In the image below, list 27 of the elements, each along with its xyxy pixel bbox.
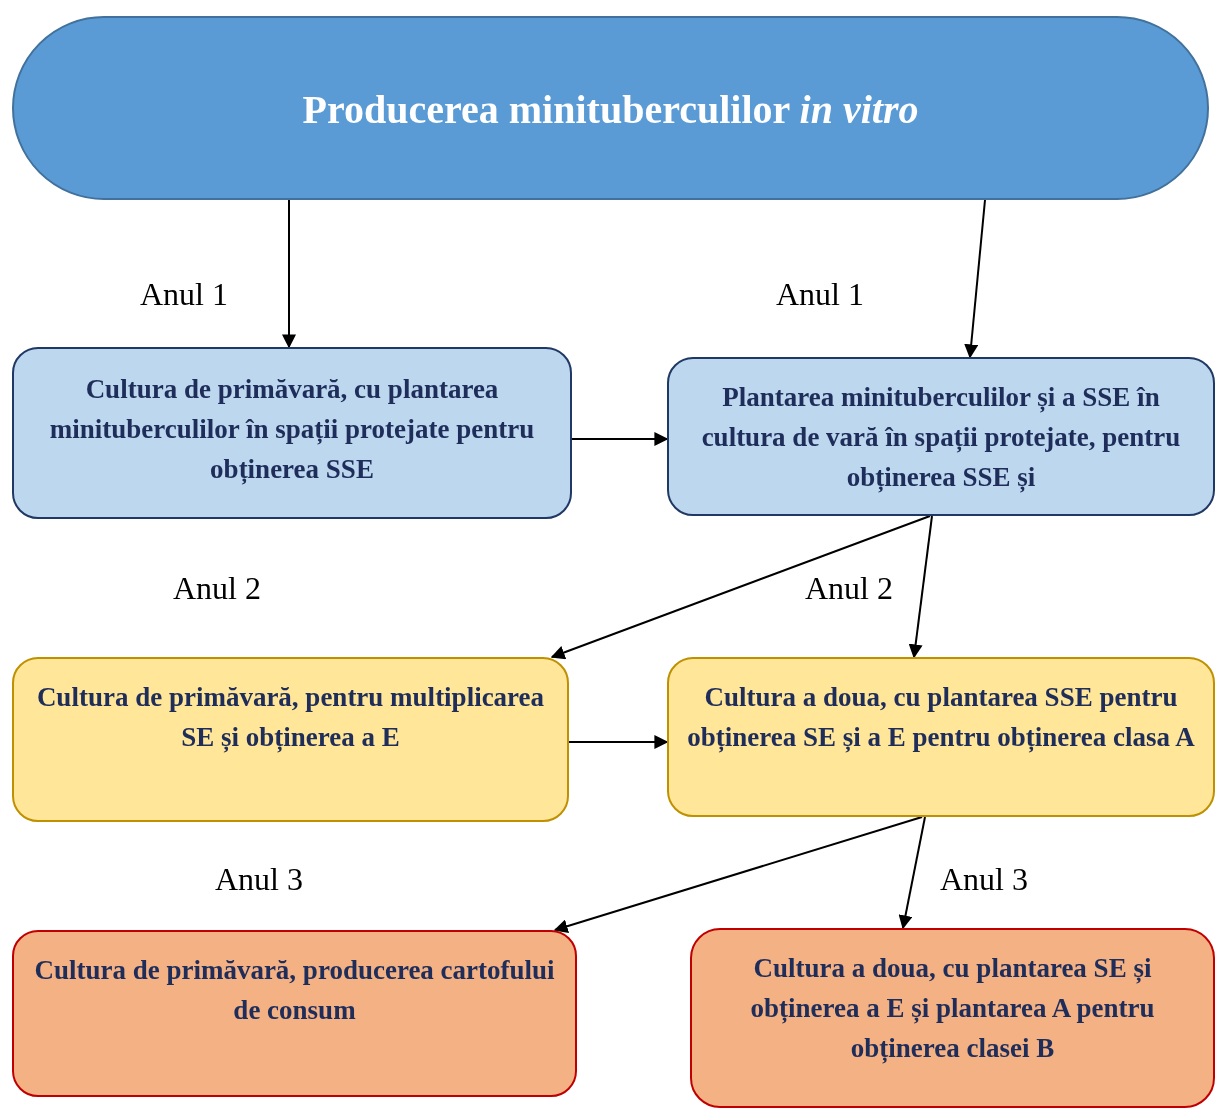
year-label: Anul 2 xyxy=(805,570,893,607)
year-label: Anul 3 xyxy=(215,861,303,898)
box-text: Cultura a doua, cu plantarea SSE pentru obținerea SE și a E pentru obținerea clasa A xyxy=(686,681,1196,755)
process-box xyxy=(12,930,577,1097)
process-box xyxy=(12,347,572,519)
arrow xyxy=(898,816,926,930)
year-label: Anul 1 xyxy=(140,276,228,313)
arrow xyxy=(282,199,296,349)
arrow xyxy=(571,432,669,446)
process-box xyxy=(667,657,1215,817)
year-label: Anul 1 xyxy=(776,276,864,313)
arrow xyxy=(550,515,931,660)
arrow xyxy=(568,735,669,749)
arrow xyxy=(964,199,986,359)
arrow xyxy=(908,515,933,659)
title-text: Producerea minituberculilor in vitro xyxy=(301,86,920,134)
box-text: Cultura de primăvară, cu plantarea minituberculilor în spații protejate pentru obținerea SSE xyxy=(48,373,536,487)
process-box xyxy=(12,657,569,822)
year-label: Anul 2 xyxy=(173,570,261,607)
box-text: Cultura de primăvară, pentru multiplicarea SE și obținerea a E xyxy=(35,681,546,755)
process-box xyxy=(667,357,1215,516)
year-label: Anul 3 xyxy=(940,861,1028,898)
arrow xyxy=(553,816,923,933)
box-text: Cultura de primăvară, producerea cartofului de consum xyxy=(33,954,556,1027)
process-box xyxy=(690,928,1215,1108)
box-text: Cultura a doua, cu plantarea SE și obținerea a E și plantarea A pentru obținerea clasei B xyxy=(749,952,1156,1066)
box-text: Plantarea minituberculilor și a SSE în cultura de vară în spații protejate, pentru obținerea SSE și xyxy=(700,381,1182,495)
